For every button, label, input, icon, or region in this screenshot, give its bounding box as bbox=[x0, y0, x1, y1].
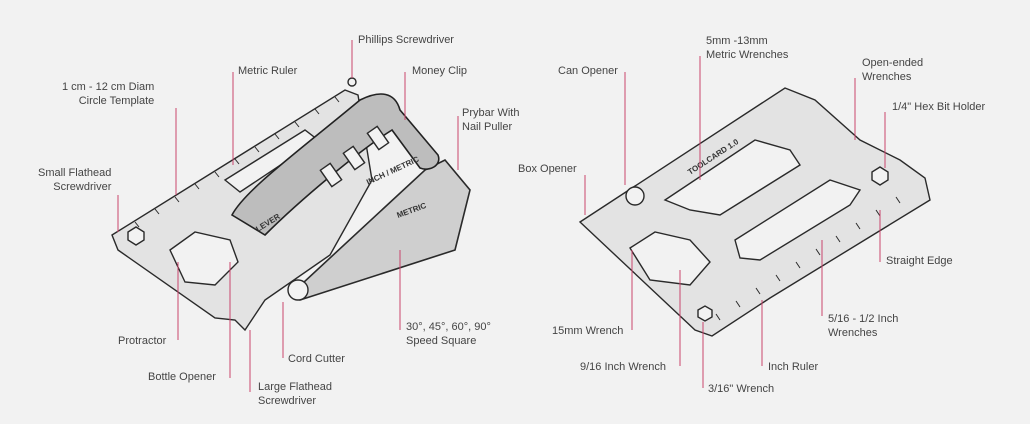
protractor-cutout bbox=[169, 231, 239, 286]
label-metric-ruler: Metric Ruler bbox=[238, 65, 298, 77]
label-circle-template: 1 cm - 12 cm Diam Circle Template bbox=[62, 81, 155, 107]
wrench-15mm-cutout bbox=[629, 231, 711, 286]
phillips-hole bbox=[347, 77, 357, 87]
label-15mm: 15mm Wrench bbox=[552, 325, 624, 337]
label-bottle-opener: Bottle Opener bbox=[148, 371, 216, 383]
label-phillips: Phillips Screwdriver bbox=[358, 34, 454, 46]
label-money-clip: Money Clip bbox=[412, 65, 468, 77]
right-multitool: TOOLCARD 1.0 bbox=[578, 87, 931, 337]
label-speed-square: 30°, 45°, 60°, 90° Speed Square bbox=[406, 321, 491, 347]
label-inch-ruler: Inch Ruler bbox=[768, 361, 819, 373]
label-hex-bit: 1/4" Hex Bit Holder bbox=[892, 101, 986, 113]
left-multitool: LEVER METRIC INCH / METRIC bbox=[111, 77, 471, 332]
label-prybar: Prybar With Nail Puller bbox=[462, 107, 520, 133]
metric-ruler-ticks bbox=[134, 96, 340, 228]
clip-slot-2 bbox=[342, 145, 366, 171]
label-inch-wrenches: 5/16 - 1/2 Inch Wrenches bbox=[828, 313, 899, 339]
inch-ruler-ticks bbox=[715, 196, 901, 321]
inch-wrench-slot bbox=[734, 179, 862, 261]
label-cord-cutter: Cord Cutter bbox=[288, 353, 345, 365]
label-small-flathead: Small Flathead Screwdriver bbox=[38, 167, 112, 193]
hex-hole-left bbox=[127, 226, 145, 246]
label-metric-wrenches: 5mm -13mm Metric Wrenches bbox=[706, 35, 789, 61]
label-can-opener: Can Opener bbox=[558, 65, 618, 77]
label-9-16: 9/16 Inch Wrench bbox=[580, 361, 667, 373]
label-open-ended: Open-ended Wrenches bbox=[862, 57, 924, 83]
clip-slot-3 bbox=[366, 125, 390, 151]
label-large-flathead: Large Flathead Screwdriver bbox=[258, 381, 332, 407]
hex-hole-right bbox=[697, 305, 713, 322]
label-straight-edge: Straight Edge bbox=[886, 255, 953, 267]
metric-wrench-slot bbox=[663, 139, 801, 216]
label-box-opener: Box Opener bbox=[518, 163, 577, 175]
can-opener-hole bbox=[625, 186, 645, 206]
clip-slot-1 bbox=[319, 162, 343, 188]
hex-bit-holder bbox=[871, 166, 889, 186]
bottle-opener-hole bbox=[287, 279, 309, 301]
label-protractor: Protractor bbox=[118, 335, 167, 347]
label-3-16: 3/16" Wrench bbox=[708, 383, 775, 395]
leader-lines bbox=[117, 40, 886, 392]
